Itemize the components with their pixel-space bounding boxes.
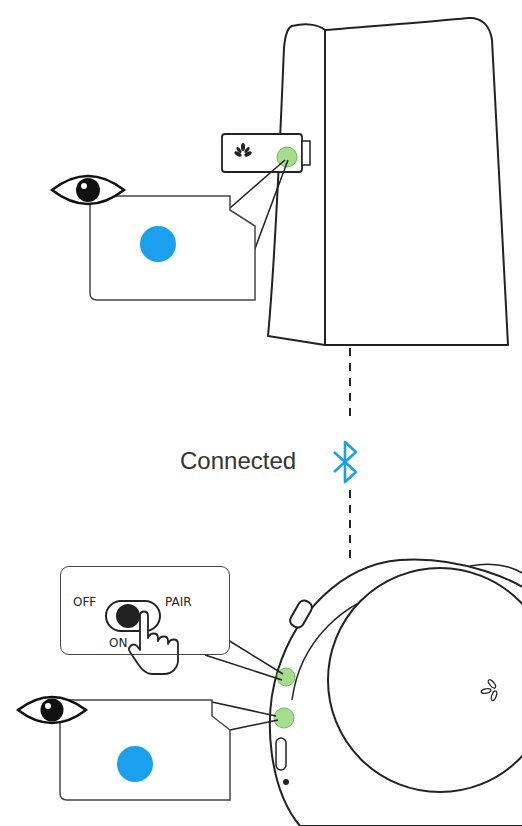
- switch-position: PAIR: [165, 596, 192, 608]
- callout-box: OFF PAIR ON: [60, 566, 230, 655]
- led-callout: [52, 160, 288, 300]
- switch-position: ON: [109, 637, 127, 649]
- headphone: [270, 560, 522, 826]
- switch-position: OFF: [73, 596, 96, 608]
- switch-callout: [60, 566, 283, 680]
- usb-dongle: [222, 134, 310, 172]
- led-callout: [18, 697, 278, 800]
- status-label: Connected: [180, 449, 296, 473]
- console: [268, 18, 508, 345]
- bluetooth-icon: [334, 442, 356, 482]
- connection-line: [349, 348, 351, 560]
